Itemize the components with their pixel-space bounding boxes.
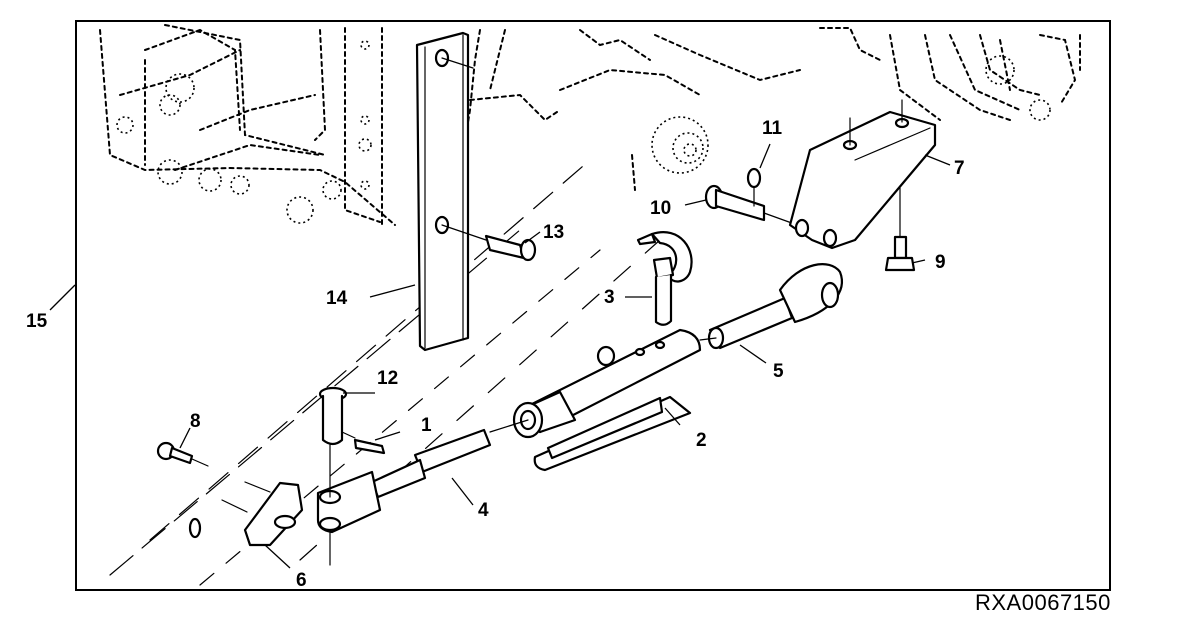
callout-12: 12: [377, 368, 398, 389]
part-7-bracket: [788, 99, 937, 250]
callout-10: 10: [650, 198, 671, 219]
part-1-cotter-pin: [341, 431, 386, 455]
callout-labels: 1 2 3 4 5 6 7 8 9 10 11 12 13 14 15: [26, 118, 965, 591]
part-12-clevis-pin: [318, 386, 348, 446]
callout-7: 7: [954, 158, 965, 179]
callout-1: 1: [421, 415, 432, 436]
part-13-screw: [441, 224, 537, 262]
callout-3: 3: [604, 287, 615, 308]
leader-lines: [49, 143, 951, 569]
part-14-support-plate: [415, 31, 474, 352]
callout-14: 14: [326, 288, 348, 309]
diagram-frame: [75, 20, 1111, 591]
callout-13: 13: [543, 222, 564, 243]
callout-15: 15: [26, 311, 48, 332]
callout-11: 11: [762, 118, 783, 139]
part-2-link-tube: [489, 328, 717, 472]
part-4-threaded-end: [316, 428, 492, 566]
part-8-cap-screw: [156, 441, 209, 467]
tractor-frame-hidden-lines: [99, 24, 1081, 226]
part-6-mounting-bracket: [188, 481, 304, 547]
part-10-pin: [704, 184, 801, 227]
part-11-snap-ring: [746, 167, 762, 189]
callout-2: 2: [696, 430, 707, 451]
callout-6: 6: [296, 570, 307, 591]
callout-4: 4: [478, 500, 489, 521]
figure-reference-id: RXA0067150: [975, 590, 1111, 615]
part-5-ball-end-rod: [707, 263, 843, 350]
callout-9: 9: [935, 252, 946, 273]
callout-8: 8: [190, 411, 201, 432]
part-3-lynch-pin: [636, 231, 693, 326]
part-9-flange-bolt: [884, 235, 916, 272]
callout-5: 5: [773, 361, 784, 382]
